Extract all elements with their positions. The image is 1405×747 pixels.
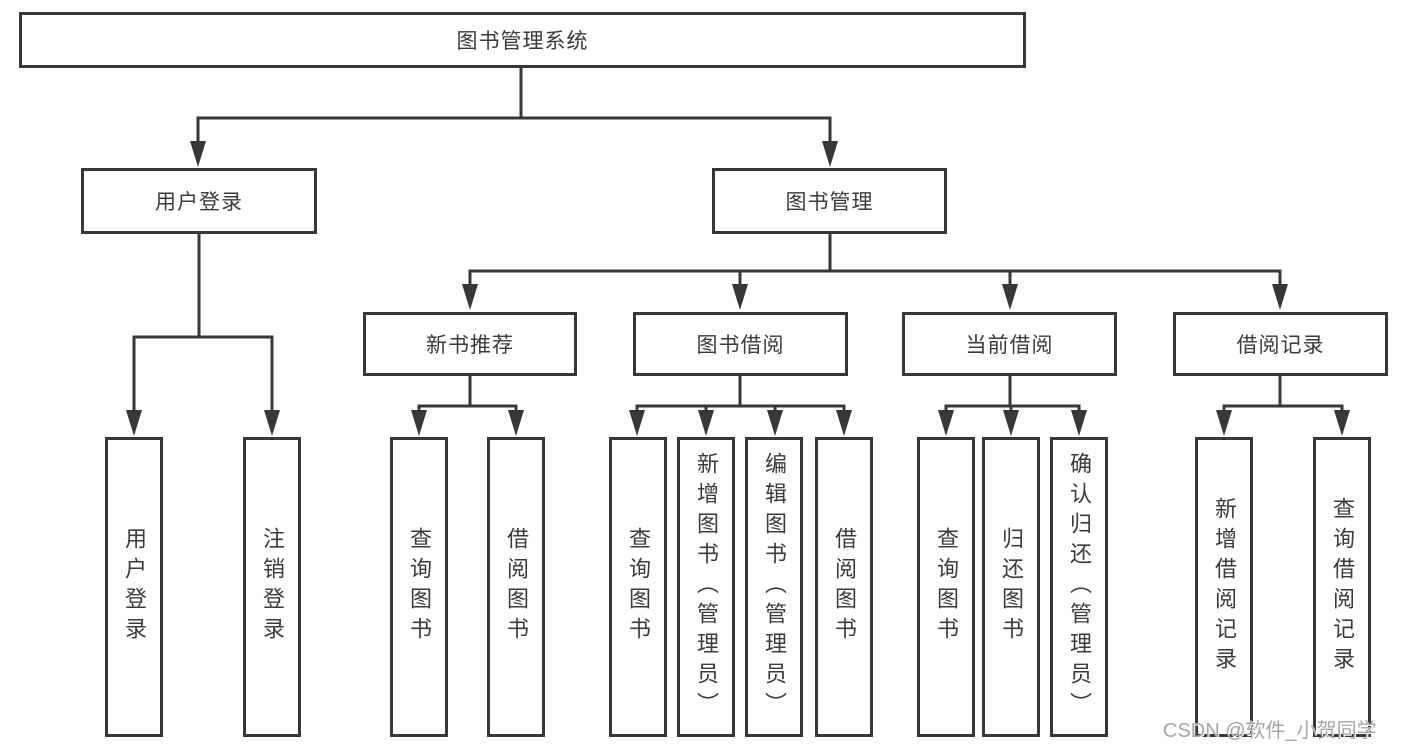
leaf-newbooks-query-books: 查询图书: [390, 437, 448, 737]
leaf-label: 注销登录: [260, 527, 285, 647]
leaf-borrowing-query-books: 查询图书: [609, 437, 667, 737]
node-library-system: 图书管理系统: [19, 12, 1026, 68]
node-borrow-records: 借阅记录: [1173, 312, 1388, 376]
leaf-label: 编辑图书（管理员）: [762, 452, 787, 722]
leaf-label: 查询图书: [626, 527, 651, 647]
node-new-book-recommend: 新书推荐: [363, 312, 577, 376]
leaf-logout: 注销登录: [243, 437, 301, 737]
leaf-records-query-record: 查询借阅记录: [1313, 437, 1371, 737]
leaf-label: 借阅图书: [504, 527, 529, 647]
leaf-label: 查询图书: [934, 527, 959, 647]
node-user-login: 用户登录: [81, 168, 317, 234]
leaf-label: 借阅图书: [832, 527, 857, 647]
leaf-borrowing-borrow-books: 借阅图书: [815, 437, 873, 737]
leaf-label: 新增借阅记录: [1212, 497, 1237, 677]
leaf-label: 查询借阅记录: [1330, 497, 1355, 677]
connector-lines: [132, 66, 1344, 414]
leaf-label: 确认归还（管理员）: [1067, 452, 1092, 722]
leaf-newbooks-borrow-books: 借阅图书: [487, 437, 545, 737]
leaf-user-login: 用户登录: [105, 437, 163, 737]
watermark: CSDN @软件_小贺同学: [1163, 720, 1377, 742]
leaf-current-return-books: 归还图书: [982, 437, 1040, 737]
node-book-borrowing: 图书借阅: [633, 312, 848, 376]
leaf-current-confirm-return-admin: 确认归还（管理员）: [1050, 437, 1108, 737]
node-current-borrowing: 当前借阅: [902, 312, 1117, 376]
leaf-label: 新增图书（管理员）: [694, 452, 719, 722]
leaf-label: 归还图书: [999, 527, 1024, 647]
leaf-records-add-record: 新增借阅记录: [1195, 437, 1253, 737]
leaf-current-query-books: 查询图书: [917, 437, 975, 737]
leaf-label: 用户登录: [122, 527, 147, 647]
leaf-borrowing-edit-books-admin: 编辑图书（管理员）: [745, 437, 803, 737]
leaf-label: 查询图书: [407, 527, 432, 647]
node-book-management: 图书管理: [712, 168, 947, 234]
leaf-borrowing-add-books-admin: 新增图书（管理员）: [677, 437, 735, 737]
arrowheads: [126, 141, 1350, 436]
